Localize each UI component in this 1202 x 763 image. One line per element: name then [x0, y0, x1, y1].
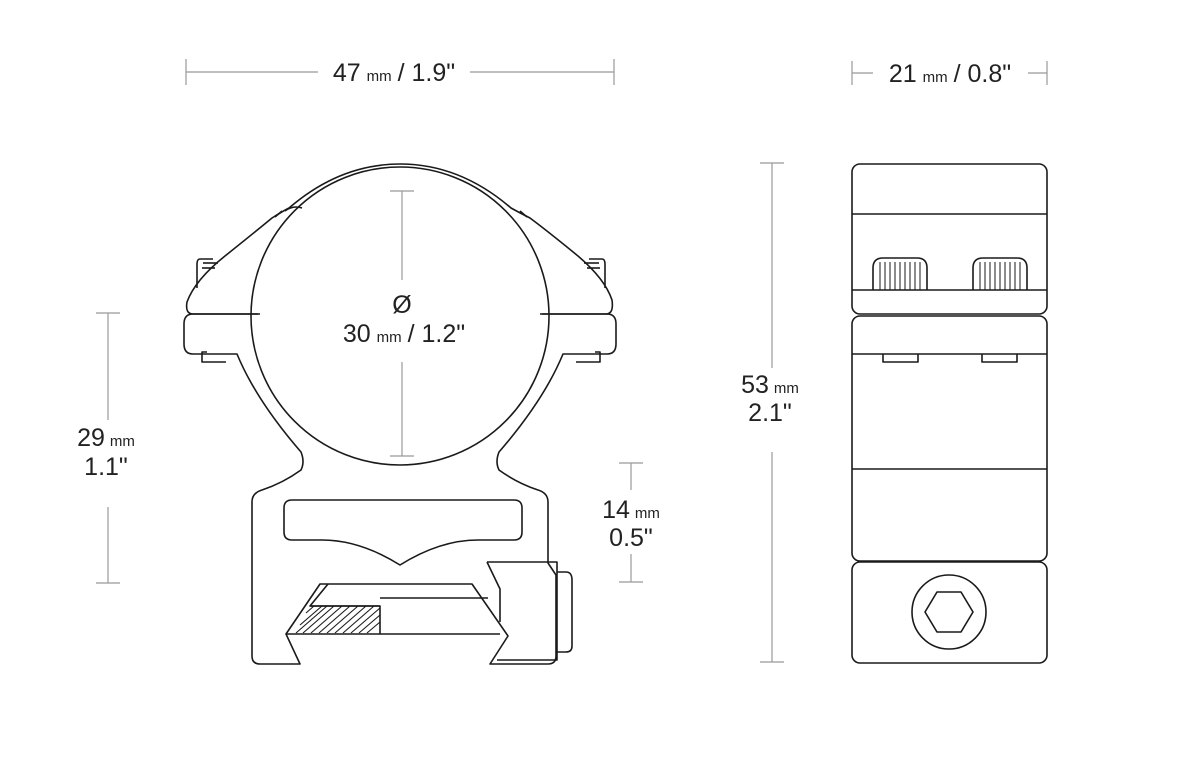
base-slot [283, 499, 523, 566]
diameter-symbol: Ø [392, 291, 411, 319]
side-top-cap [851, 163, 1048, 315]
clamp-bar [487, 561, 558, 661]
hex-icon [924, 591, 974, 633]
center-height-imperial: 1.1" [84, 453, 128, 481]
total-height-imperial: 2.1" [748, 399, 792, 427]
base-height-imperial: 0.5" [609, 524, 653, 552]
front-view [183, 163, 617, 665]
side-view [851, 163, 1048, 664]
cap-screw-right [972, 257, 1028, 290]
bolt-hatch [295, 605, 381, 634]
dimension-lines [96, 59, 1048, 663]
lower-ring [183, 313, 617, 665]
side-base [851, 561, 1048, 664]
right-screw-boss [589, 258, 606, 288]
top-cap [185, 163, 614, 315]
side-ring-body [851, 315, 1048, 562]
hex-socket [911, 574, 987, 650]
left-screw-boss [196, 258, 213, 288]
cap-screw-left [872, 257, 928, 290]
screw-ridges [879, 262, 1021, 290]
scope-bore [250, 166, 550, 466]
